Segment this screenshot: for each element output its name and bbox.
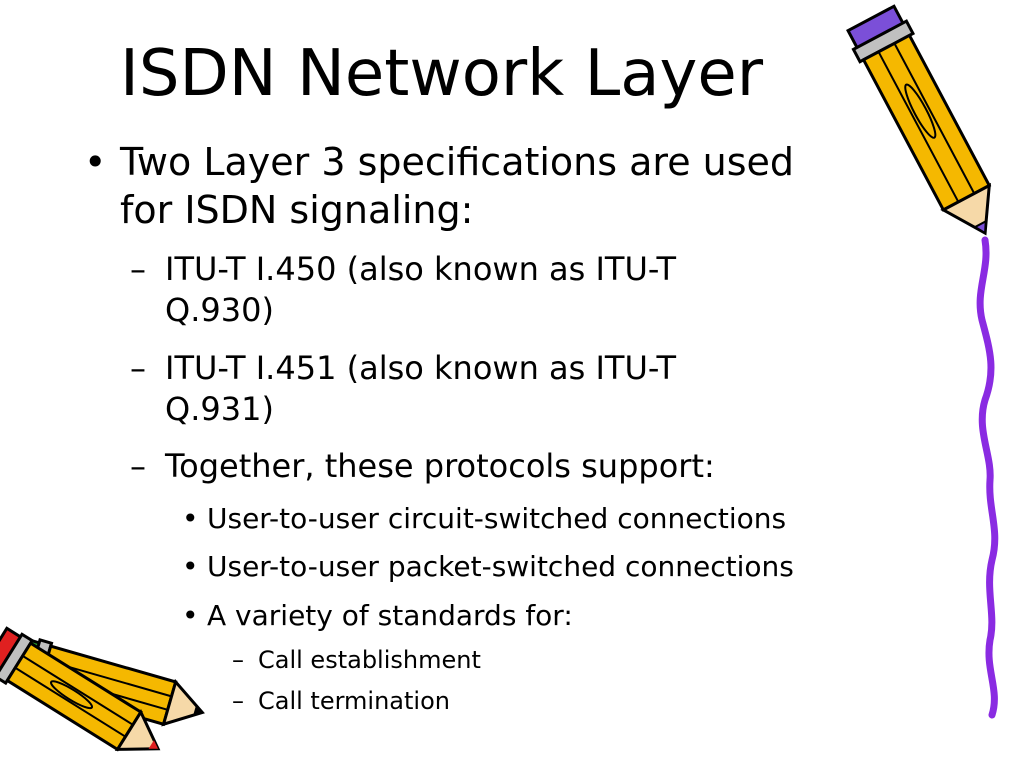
- sub-bullet-marker: –: [130, 447, 146, 485]
- level3-bullet-marker: •: [182, 502, 199, 535]
- level4-bullet-text: Call establishment: [258, 646, 481, 674]
- sub-bullet-text: Together, these protocols support:: [165, 447, 715, 485]
- level4-bullet-marker: –: [232, 646, 244, 674]
- sub-bullet-marker: –: [130, 250, 146, 288]
- level3-bullet-text: A variety of standards for:: [207, 599, 573, 632]
- level3-bullet-marker: •: [182, 599, 199, 632]
- bullet-marker: •: [84, 140, 107, 184]
- level3-bullet-text: User-to-user packet-switched connections: [207, 550, 794, 583]
- level3-bullet-marker: •: [182, 550, 199, 583]
- level4-bullet-marker: –: [232, 687, 244, 715]
- sub-bullet-text: ITU-T I.450 (also known as ITU-T: [165, 250, 677, 288]
- level4-bullet-text: Call termination: [258, 687, 450, 715]
- sub-bullet-text: Q.931): [165, 390, 274, 428]
- slide-title: ISDN Network Layer: [120, 37, 763, 111]
- level3-bullet-text: User-to-user circuit-switched connection…: [207, 502, 787, 535]
- squiggle-line: [976, 236, 999, 719]
- sub-bullet-text: Q.930): [165, 291, 274, 329]
- sub-bullet-text: ITU-T I.451 (also known as ITU-T: [165, 349, 677, 387]
- bullet-text: Two Layer 3 specifications are used: [120, 140, 795, 184]
- sub-bullet-marker: –: [130, 349, 146, 387]
- pencil-icon-bottom-left-2: [0, 626, 161, 752]
- bullet-text: for ISDN signaling:: [120, 188, 474, 232]
- pencil-icon-top-right: [846, 4, 992, 236]
